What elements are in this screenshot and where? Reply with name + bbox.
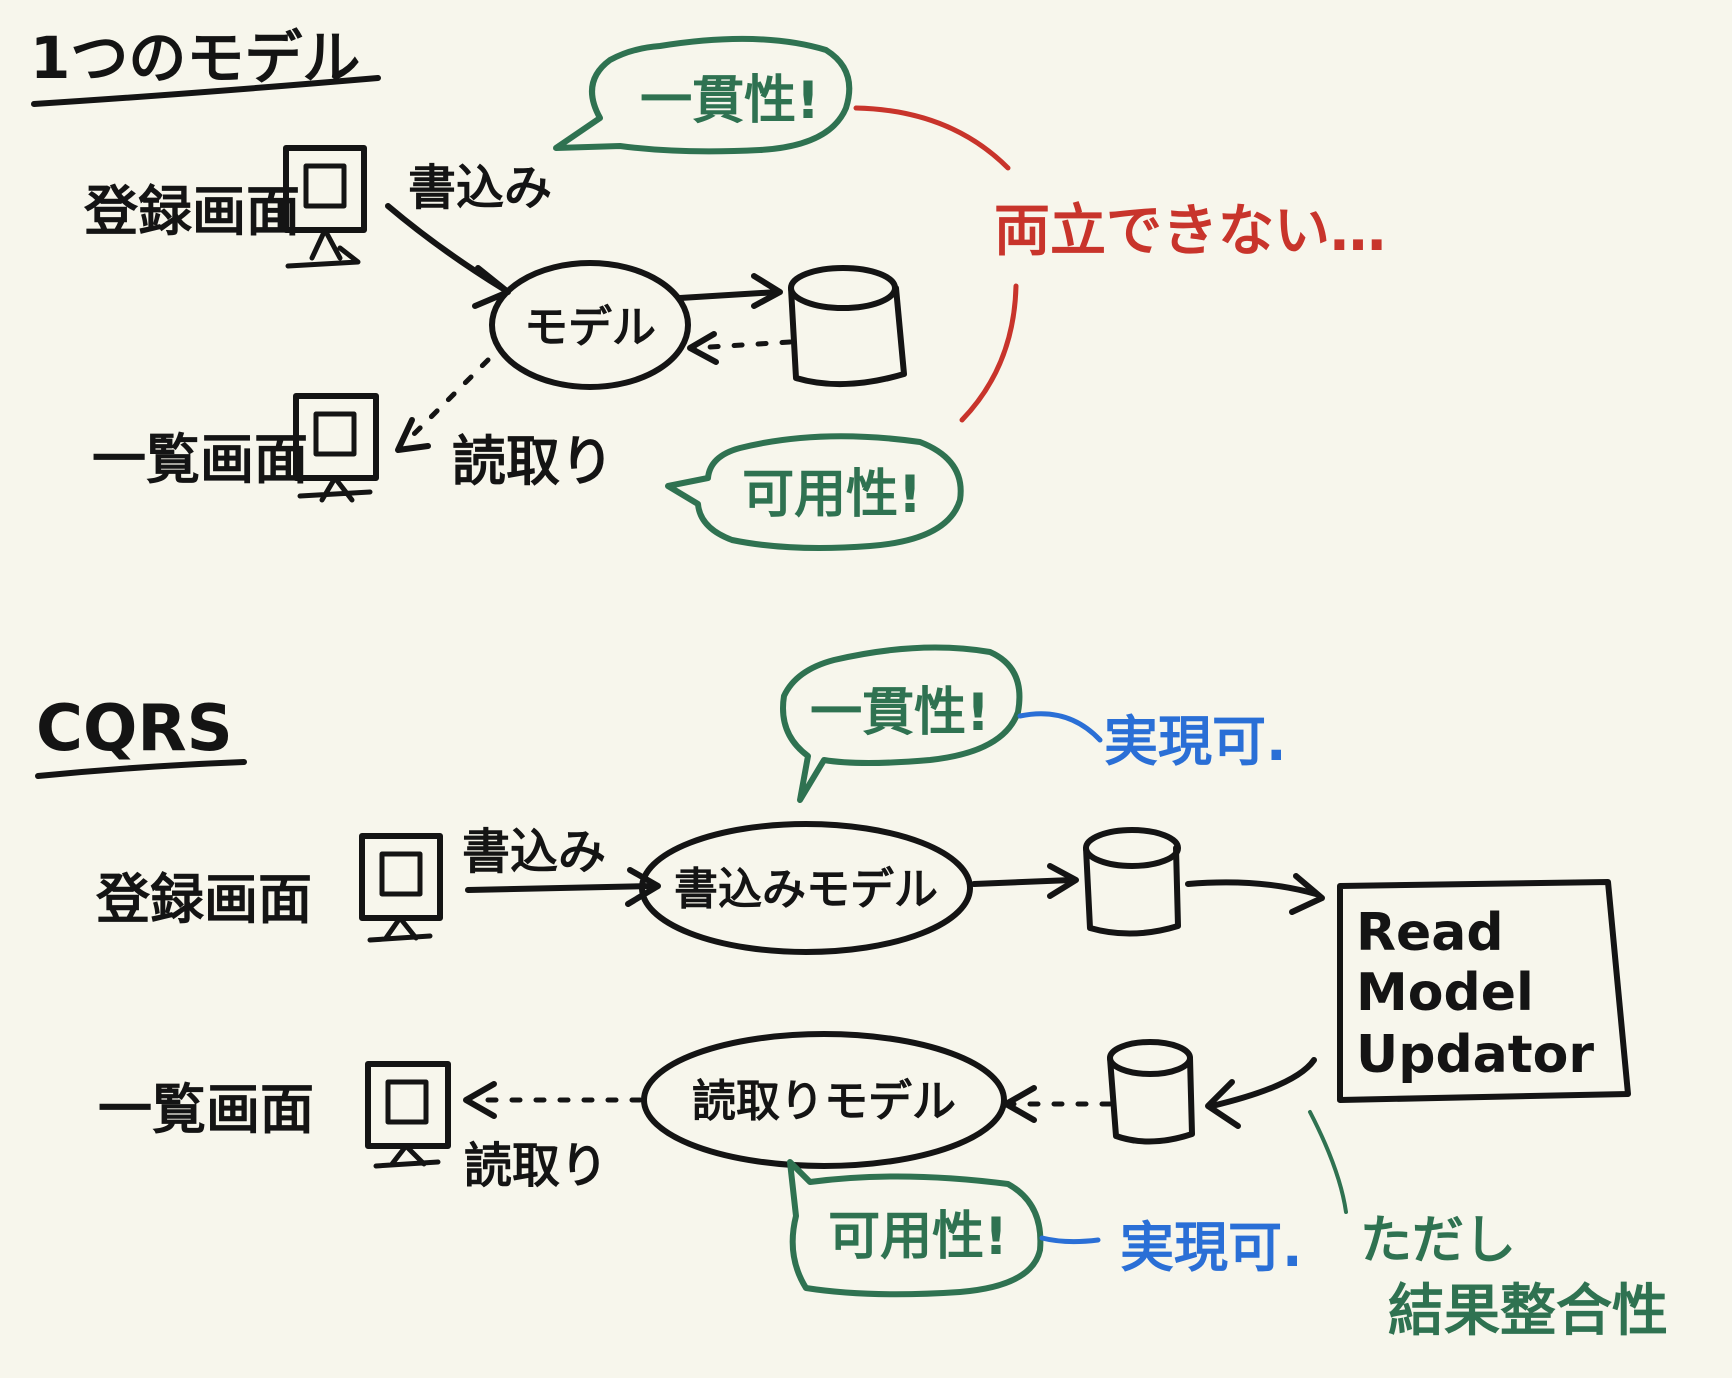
top-model-to-db-arrow — [677, 289, 781, 301]
top-model-to-list-arrowhead — [395, 417, 431, 453]
caveat-connector — [1308, 1110, 1348, 1214]
updator-line-1: Read — [1356, 903, 1504, 963]
top-register-monitor-icon — [283, 145, 367, 269]
cqrs-read-model-label: 読取りモデル — [692, 1076, 956, 1127]
read-model-to-list-arrowhead — [463, 1081, 497, 1119]
cqrs-read-label: 読取り — [464, 1138, 608, 1194]
write-model-to-db-arrowhead — [1047, 863, 1079, 899]
top-model-node: モデル — [489, 260, 691, 390]
cqrs-title-underline — [35, 759, 247, 779]
cqrs-write-model-label: 書込みモデル — [674, 864, 938, 915]
cqrs-availability-bubble: 可用性! — [787, 1159, 1044, 1298]
cqrs-write-database-icon — [1083, 827, 1181, 937]
top-title: 1つのモデル — [30, 24, 360, 92]
top-model-label: モデル — [524, 302, 656, 353]
write-model-to-db-arrow — [971, 877, 1075, 887]
read-model-updator-box: Read Model Updator — [1337, 879, 1631, 1103]
availability-achievable-connector — [1039, 1235, 1101, 1245]
top-title-underline — [31, 75, 381, 107]
top-register-screen-label: 登録画面 — [83, 180, 300, 243]
cqrs-achievable-2: 実現可. — [1120, 1216, 1303, 1279]
conflict-label: 両立できない… — [994, 199, 1386, 264]
cqrs-list-monitor-icon — [365, 1061, 451, 1169]
conflict-arc-bottom — [959, 283, 1019, 423]
top-consistency-bubble: 一貫性! — [553, 35, 853, 155]
write-db-to-updator-arrowhead — [1289, 873, 1325, 915]
updator-line-3: Updator — [1356, 1025, 1594, 1085]
cqrs-register-monitor-icon — [359, 833, 443, 943]
updator-to-read-db-arrow — [1209, 1057, 1317, 1109]
cqrs-read-model-node: 読取りモデル — [641, 1031, 1007, 1169]
conflict-arc-top — [853, 105, 1011, 171]
top-availability-bubble: 可用性! — [665, 433, 964, 551]
cqrs-consistency-bubble: 一貫性! — [780, 644, 1023, 803]
top-db-to-model-arrow — [691, 339, 793, 351]
cqrs-consistency-label: 一貫性! — [810, 683, 990, 743]
top-list-screen-label: 一覧画面 — [92, 428, 308, 491]
cqrs-read-database-icon — [1107, 1039, 1195, 1145]
write-db-to-updator-arrow — [1185, 879, 1319, 897]
cqrs-availability-label: 可用性! — [828, 1207, 1008, 1267]
caveat-line-2: 結果整合性 — [1388, 1279, 1668, 1344]
cqrs-register-to-write-model-arrow — [465, 883, 657, 893]
cqrs-list-screen-label: 一覧画面 — [98, 1078, 314, 1141]
cqrs-achievable-1: 実現可. — [1104, 710, 1287, 773]
cqrs-write-label: 書込み — [462, 824, 606, 880]
consistency-achievable-connector — [1017, 711, 1103, 743]
cqrs-title: CQRS — [36, 692, 233, 766]
top-write-label: 書込み — [408, 160, 552, 216]
top-consistency-label: 一貫性! — [640, 71, 820, 131]
cqrs-register-screen-label: 登録画面 — [95, 868, 312, 931]
top-read-label: 読取り — [452, 430, 614, 493]
top-model-to-list-arrow — [407, 357, 491, 441]
cqrs-register-to-write-model-arrowhead — [625, 867, 661, 907]
top-db-to-model-arrowhead — [687, 331, 719, 365]
updator-to-read-db-arrowhead — [1205, 1079, 1241, 1129]
updator-line-2: Model — [1356, 963, 1534, 1023]
top-database-icon — [788, 265, 907, 388]
top-list-monitor-icon — [293, 393, 379, 503]
top-model-to-db-arrowhead — [751, 273, 783, 309]
cqrs-write-model-node: 書込みモデル — [639, 821, 973, 955]
caveat-line-1: ただし — [1360, 1211, 1516, 1271]
top-availability-label: 可用性! — [742, 465, 922, 525]
